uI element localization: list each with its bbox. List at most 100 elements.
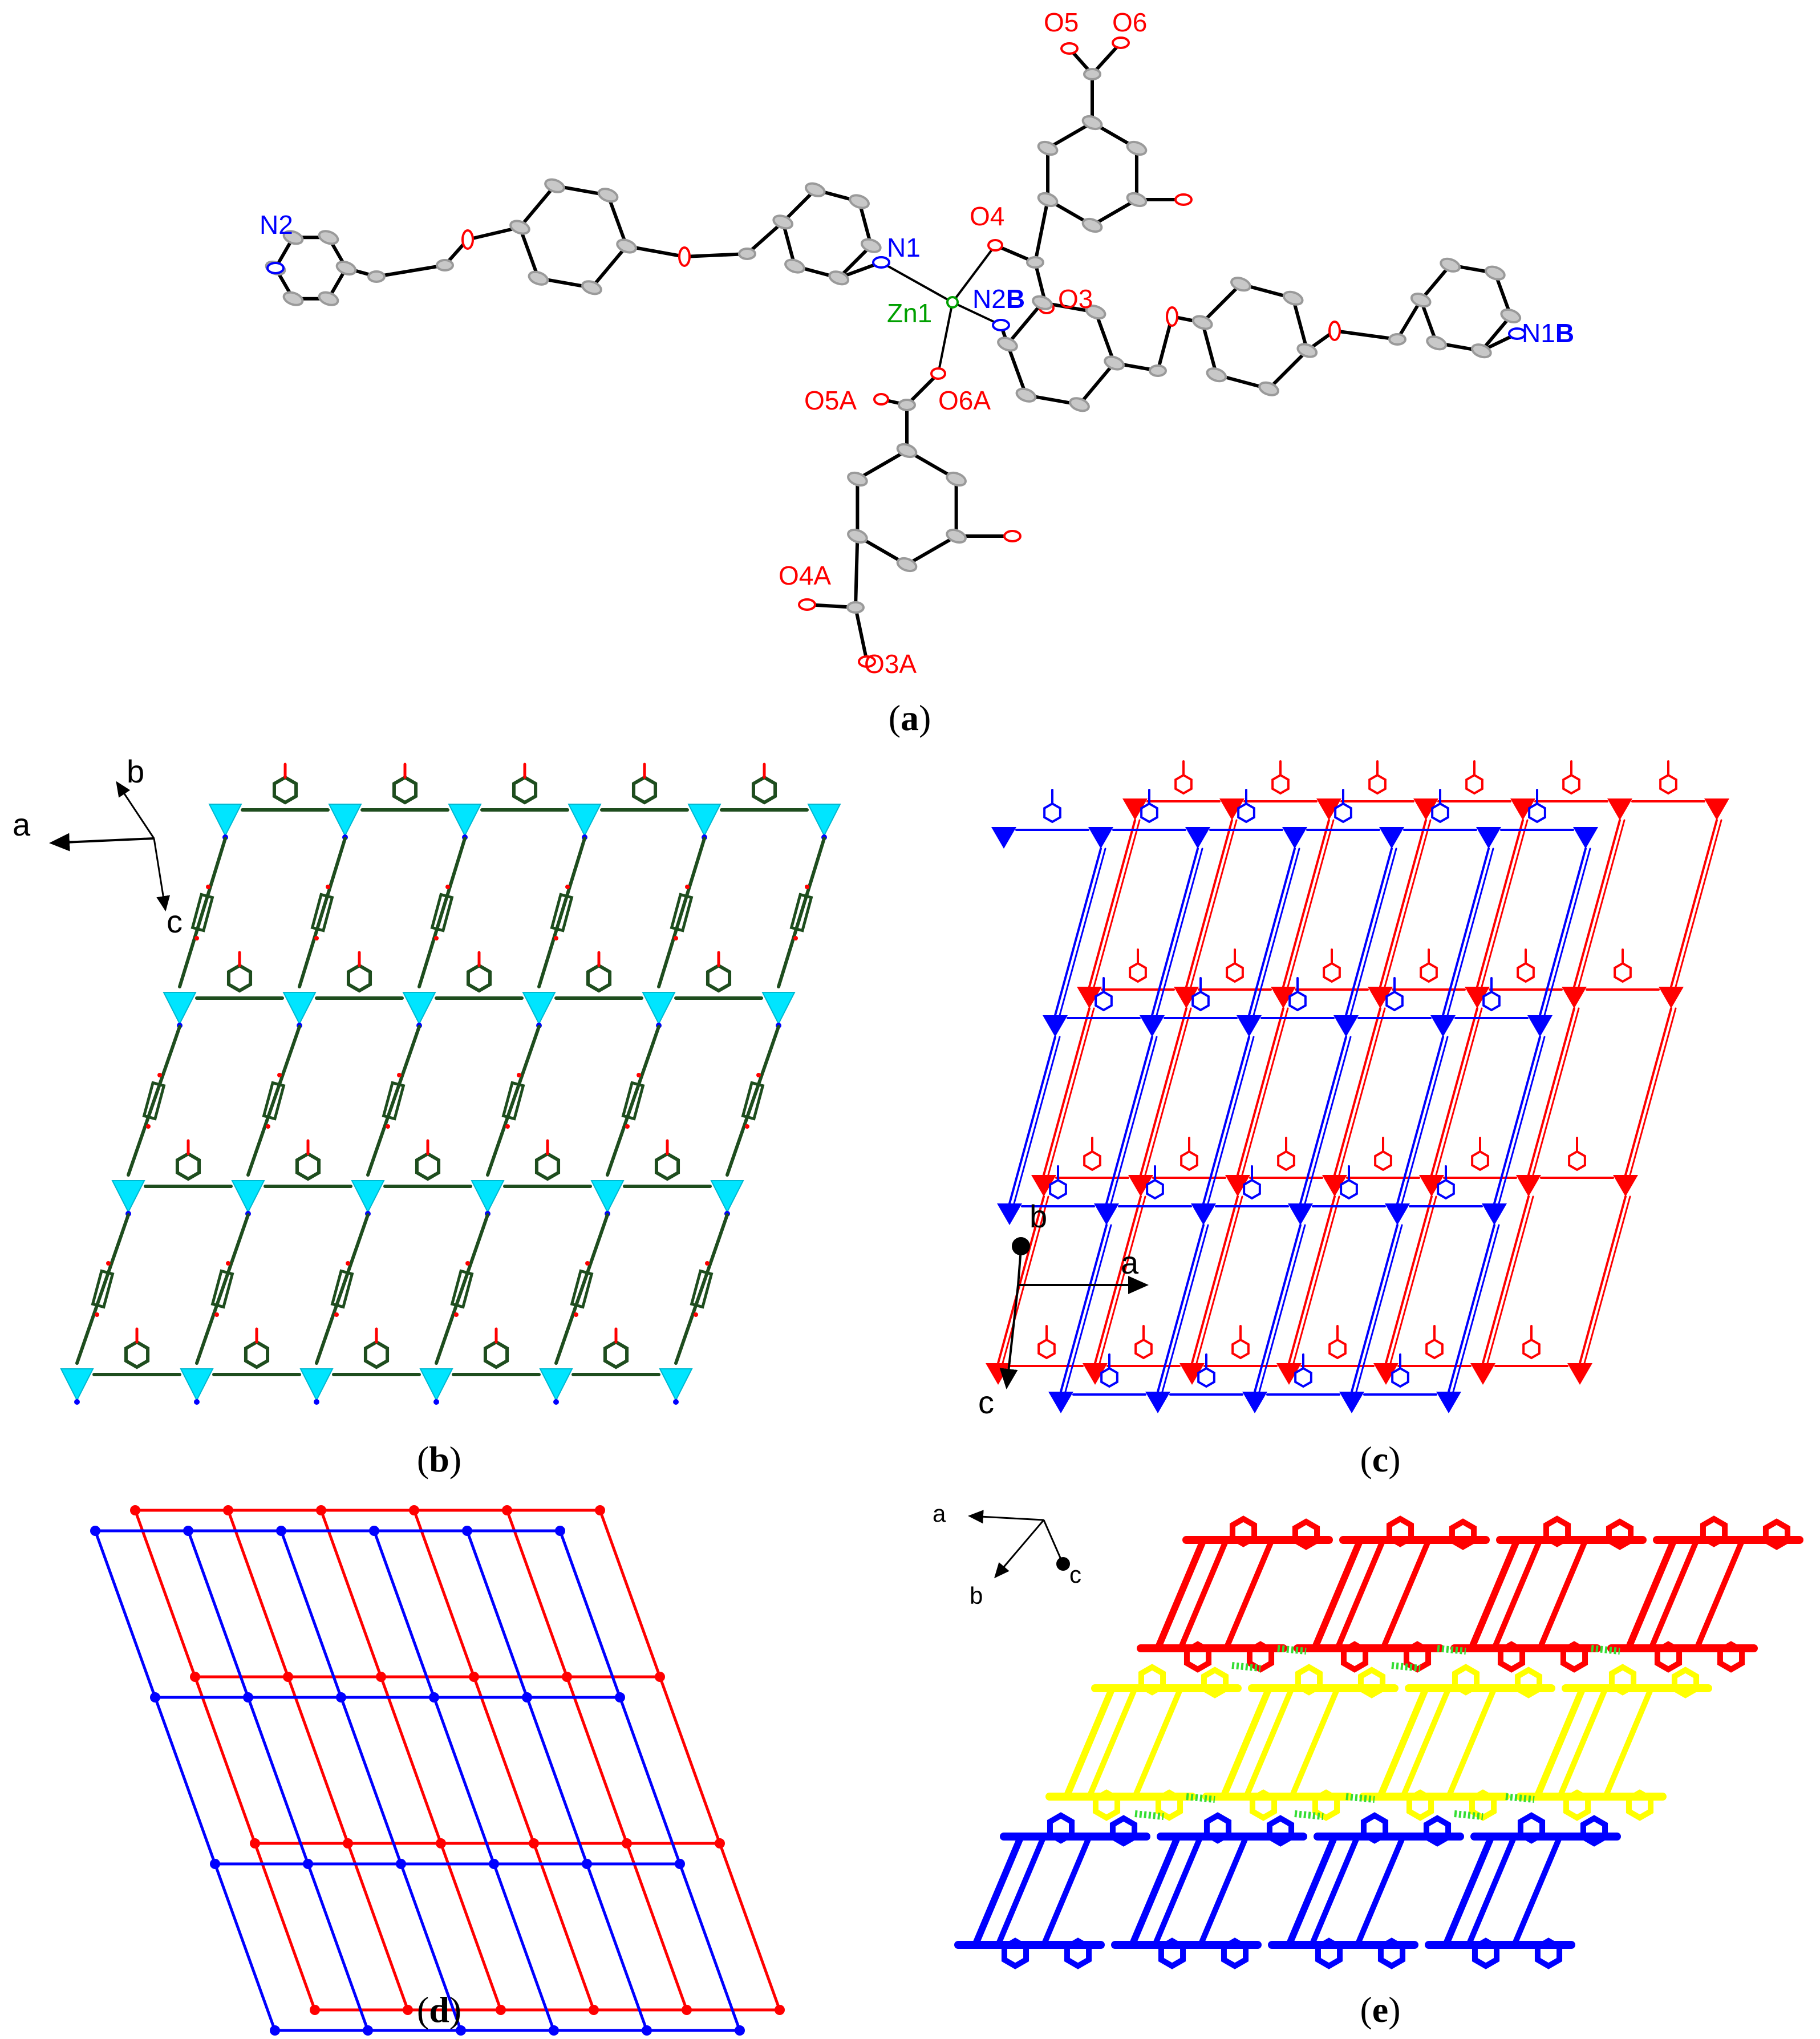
blue-net-linker: [1054, 848, 1102, 1016]
phenyl-ring: [142, 1081, 166, 1121]
red-net-node: [1607, 798, 1632, 820]
oxygen-atom: [930, 367, 946, 380]
carbon-atom: [1149, 364, 1167, 377]
red-net-linker: [1093, 819, 1141, 988]
oxygen-atom: [1174, 193, 1193, 206]
yellow-layer-strut: [1132, 1685, 1183, 1799]
red-net-linker: [1241, 1007, 1289, 1176]
ether-oxygen: [397, 1073, 402, 1077]
carbon-atom: [282, 291, 304, 306]
oxygen-atom: [461, 229, 474, 250]
bis-pyridyl-linker: [725, 1025, 780, 1177]
oxygen-atom: [1112, 37, 1130, 49]
zn-polyhedron: [351, 1180, 385, 1214]
carbon-atom: [896, 443, 918, 459]
blue-net-edge: [187, 1529, 250, 1699]
panel-d-nets: [90, 1505, 785, 2036]
blue-layer-strut: [1309, 1834, 1360, 1948]
red-net-edge: [193, 1675, 257, 1845]
blue-net-node: [1185, 827, 1210, 849]
oxygen-atom: [798, 598, 816, 611]
bis-pyridyl-linker: [777, 837, 826, 988]
panel-b-framework: [60, 763, 841, 1405]
ether-oxygen: [454, 1312, 459, 1317]
bond: [1291, 296, 1309, 352]
blue-net-node: [336, 1692, 346, 1702]
carbon-atom: [896, 557, 918, 573]
blue-net-node: [363, 2025, 373, 2036]
blue-net-node: [1385, 1203, 1410, 1225]
hydrogen-bond: [1134, 1810, 1164, 1820]
red-layer-strut: [1468, 1537, 1521, 1652]
benzene-ring: [415, 1152, 441, 1181]
blue-net-linker: [1396, 1036, 1444, 1205]
yellow-layer-ring: [1469, 1789, 1497, 1821]
carbon-atom: [860, 238, 882, 253]
bis-pyridyl-linker: [435, 1213, 489, 1365]
carbon-atom: [318, 291, 339, 306]
blue-net-node: [462, 1526, 472, 1536]
blue-net-node: [1476, 827, 1501, 849]
carbon-atom: [846, 601, 865, 614]
ether-oxygen: [625, 1124, 630, 1129]
carbon-atom: [1026, 256, 1044, 269]
benzene-ring: [586, 963, 612, 993]
panel-b-axes: a b c: [13, 753, 183, 939]
red-net-node: [1077, 987, 1102, 1008]
benzene-ring: [392, 775, 418, 805]
zn-polyhedron: [208, 804, 242, 837]
carbon-atom: [1206, 367, 1227, 383]
blue-net-edge: [94, 1529, 157, 1699]
blue-net-node: [270, 2025, 280, 2036]
blue-net-linker: [1064, 1224, 1112, 1393]
bis-pyridyl-linker: [127, 1025, 181, 1177]
carbon-atom: [1485, 265, 1506, 281]
bond: [745, 220, 785, 256]
hydrogen-bond: [1391, 1662, 1421, 1672]
benzene-ring: [175, 1152, 201, 1181]
hydrogen-bond: [1294, 1810, 1324, 1820]
blue-net-linker: [1151, 848, 1199, 1016]
red-layer-strut: [1223, 1537, 1275, 1651]
bond: [1091, 198, 1138, 227]
ether-oxygen: [465, 1261, 470, 1266]
blue-net-ring: [1340, 1178, 1358, 1200]
carbon-atom: [1015, 387, 1037, 403]
yellow-layer-strut: [1087, 1685, 1138, 1799]
bond: [1419, 263, 1452, 302]
red-layer-strut: [1335, 1537, 1386, 1651]
carbon-atom: [335, 260, 357, 276]
red-net-edge: [598, 1509, 662, 1679]
yellow-layer-strut: [1400, 1685, 1452, 1799]
oxygen-atom: [1060, 42, 1079, 55]
bond: [856, 449, 909, 481]
carbon-atom: [847, 471, 868, 487]
red-net-node: [1179, 1363, 1205, 1385]
ether-oxygen: [106, 1261, 111, 1266]
red-layer-ring: [1606, 1518, 1634, 1550]
red-net-node: [190, 1672, 200, 1682]
red-layer-strut: [1380, 1537, 1432, 1651]
red-net-linker: [1099, 1195, 1146, 1364]
ether-oxygen: [314, 936, 319, 941]
yellow-layer-ring: [1357, 1667, 1386, 1699]
red-net-linker: [1288, 1195, 1336, 1364]
benzene-ring: [363, 1340, 390, 1369]
benzene-ring: [244, 1340, 270, 1369]
blue-net-ring: [1095, 990, 1113, 1012]
blue-layer-ring: [1203, 1812, 1232, 1844]
carbon-atom: [528, 270, 549, 286]
blue-net-edge: [585, 1862, 648, 2032]
blue-net-ring: [1191, 990, 1210, 1012]
red-net-node: [1613, 1175, 1638, 1197]
blue-net-node: [642, 2025, 652, 2036]
blue-net-edge: [465, 1529, 529, 1699]
red-layer-strut: [1537, 1537, 1588, 1651]
ether-oxygen: [434, 936, 439, 941]
atom-label-n2: N2: [260, 210, 293, 240]
panel-b-layer-view: a b c (b): [13, 753, 841, 1479]
oxygen-atom: [1328, 321, 1341, 341]
red-net-node: [1413, 798, 1438, 820]
coord-bond: [937, 301, 954, 375]
blue-net-node: [1140, 1015, 1165, 1037]
